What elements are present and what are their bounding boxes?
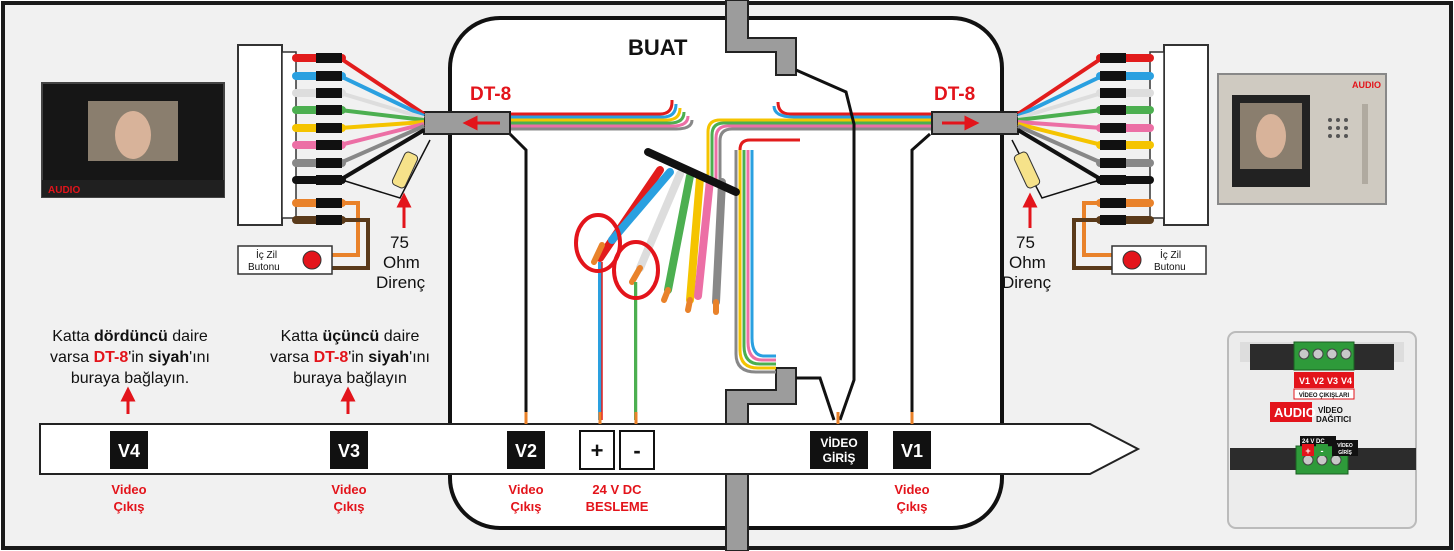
svg-text:-: - — [1321, 446, 1324, 456]
monitor-left: AUDIO — [41, 82, 225, 198]
bell-label-right-2: Butonu — [1154, 262, 1186, 273]
svg-text:Çıkış: Çıkış — [333, 499, 364, 514]
svg-text:varsa DT-8'in siyah'ını: varsa DT-8'in siyah'ını — [50, 349, 210, 366]
resistor-label-right-1: 75 — [1016, 233, 1035, 252]
svg-text:VİDEO: VİDEO — [820, 435, 857, 450]
connector-block-left — [237, 44, 297, 226]
svg-text:V3: V3 — [338, 441, 360, 461]
svg-text:V4: V4 — [118, 441, 140, 461]
resistor-right — [1011, 139, 1101, 199]
wires-right — [1016, 56, 1104, 182]
svg-text:varsa DT-8'in siyah'ını: varsa DT-8'in siyah'ını — [270, 349, 430, 366]
svg-text:24 V DC: 24 V DC — [592, 482, 642, 497]
svg-text:V3: V3 — [1327, 376, 1338, 386]
monitor-brand-left: AUDIO — [48, 185, 80, 196]
svg-text:Video: Video — [894, 482, 929, 497]
svg-text:Katta dördüncü daire: Katta dördüncü daire — [52, 328, 208, 345]
svg-text:Çıkış: Çıkış — [896, 499, 927, 514]
svg-text:Çıkış: Çıkış — [510, 499, 541, 514]
terminal-v1: V1 — [893, 431, 931, 469]
monitor-brand-right: AUDIO — [1352, 80, 1381, 90]
svg-text:24 V DC: 24 V DC — [1302, 439, 1325, 445]
highlight-circle-plus — [574, 213, 622, 273]
bell-wire-brown-left — [320, 218, 370, 270]
resistor-label-left-3: Direnç — [376, 273, 426, 292]
svg-text:Katta üçüncü daire: Katta üçüncü daire — [281, 328, 420, 345]
video-distributor — [1227, 331, 1417, 529]
resistor-label-right-2: Ohm — [1009, 253, 1046, 272]
terminal-plus: + — [579, 430, 615, 470]
wires-left — [338, 56, 426, 182]
svg-text:GİRİŞ: GİRİŞ — [823, 450, 856, 465]
svg-text:Video: Video — [508, 482, 543, 497]
svg-text:VİDEO: VİDEO — [1318, 406, 1343, 415]
terminal-v3: V3 — [330, 431, 368, 469]
resistor-label-right-3: Direnç — [1002, 273, 1052, 292]
bell-button-right — [1111, 245, 1207, 275]
svg-text:V2: V2 — [1313, 376, 1324, 386]
connector-label-right: DT-8 — [934, 84, 975, 105]
black-wires — [508, 68, 931, 421]
connector-block-right — [1149, 44, 1209, 226]
terminal-labels: Video Çıkış Video Çıkış Video Çıkış 24 V… — [111, 482, 929, 514]
stripped-wires — [591, 166, 726, 315]
svg-text:Video: Video — [111, 482, 146, 497]
bell-label-right-1: İç Zil — [1160, 248, 1181, 261]
pins-left — [292, 53, 346, 225]
svg-text:VİDEO: VİDEO — [1337, 442, 1353, 449]
monitor-right: AUDIO — [1217, 73, 1387, 205]
wire-bundle-vertical — [734, 138, 800, 374]
bell-button-left — [237, 245, 333, 275]
svg-text:GİRİŞ: GİRİŞ — [1338, 449, 1352, 456]
orange-leads — [524, 412, 914, 424]
bell-label-left-2: Butonu — [248, 262, 280, 273]
pins-right — [1096, 53, 1154, 225]
svg-text:+: + — [591, 438, 604, 463]
svg-text:+: + — [1305, 446, 1310, 456]
terminal-video-in: VİDEO GİRİŞ — [810, 431, 868, 469]
wire-bundle-right — [706, 101, 932, 184]
bell-wire-brown-right — [1072, 218, 1120, 270]
note-v4: Katta dördüncü daire varsa DT-8'in siyah… — [50, 328, 210, 387]
svg-text:V1: V1 — [1299, 376, 1310, 386]
wire-bundle-left — [510, 100, 694, 131]
svg-text:V4: V4 — [1341, 376, 1352, 386]
svg-text:Çıkış: Çıkış — [113, 499, 144, 514]
svg-text:buraya bağlayın: buraya bağlayın — [293, 370, 407, 387]
svg-text:V2: V2 — [515, 441, 537, 461]
distributor-labels: V1 V2 V3 V4 VİDEO ÇIKIŞLARI AUDIO VİDEO … — [1274, 376, 1353, 456]
note-v3: Katta üçüncü daire varsa DT-8'in siyah'ı… — [270, 328, 430, 387]
svg-text:DAĞITICI: DAĞITICI — [1316, 415, 1351, 424]
buat-title: BUAT — [628, 35, 688, 60]
cable-tie — [644, 148, 740, 196]
central-cable — [725, 0, 797, 551]
highlight-circle-minus — [612, 240, 660, 300]
bell-label-left-1: İç Zil — [256, 248, 277, 261]
svg-text:buraya bağlayın.: buraya bağlayın. — [71, 370, 189, 387]
svg-text:VİDEO ÇIKIŞLARI: VİDEO ÇIKIŞLARI — [1299, 392, 1350, 399]
terminal-v2: V2 — [507, 431, 545, 469]
resistor-label-left-1: 75 — [390, 233, 409, 252]
svg-text:AUDIO: AUDIO — [1274, 405, 1316, 420]
svg-text:-: - — [633, 438, 640, 463]
terminal-minus: - — [619, 430, 655, 470]
svg-text:BESLEME: BESLEME — [586, 499, 649, 514]
svg-text:V1: V1 — [901, 441, 923, 461]
terminal-v4: V4 — [110, 431, 148, 469]
svg-text:Video: Video — [331, 482, 366, 497]
connector-label-left: DT-8 — [470, 84, 511, 105]
resistor-label-left-2: Ohm — [383, 253, 420, 272]
